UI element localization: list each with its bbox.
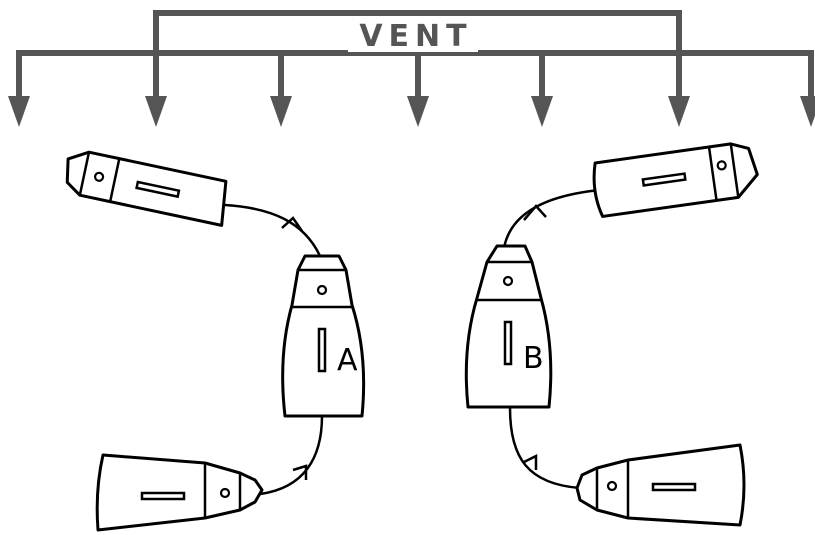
unit-b-label: B — [523, 341, 544, 376]
vent-arrow-3 — [270, 96, 292, 127]
vent-manifold: VENT — [8, 10, 815, 127]
unit-a: A — [281, 254, 366, 418]
unit-a-dot — [316, 284, 328, 296]
flow-lines — [224, 188, 601, 496]
unit-a-label: A — [337, 343, 358, 378]
vent-label: VENT — [359, 19, 472, 54]
flow-a-top — [224, 203, 322, 257]
flow-a-top-chevron — [281, 216, 304, 232]
unit-a-slot — [317, 327, 327, 373]
flow-b-bottom — [508, 407, 581, 490]
vent-arrow-1 — [8, 96, 30, 127]
unit-b-dot — [502, 275, 514, 287]
vent-arrow-5 — [531, 96, 553, 127]
unit-b-slot — [503, 320, 513, 366]
vent-arrow-2 — [145, 96, 167, 127]
flow-b-bottom-chevron — [523, 453, 538, 470]
flow-b-top — [502, 188, 601, 249]
flow-a-bottom-chevron — [292, 464, 308, 480]
flow-b-top-chevron — [523, 204, 547, 221]
unit-bottom-right — [575, 443, 746, 527]
vent-arrow-7 — [800, 96, 815, 127]
unit-b: B — [464, 244, 553, 409]
unit-top-right — [592, 142, 759, 218]
vent-label-bg — [348, 18, 478, 52]
flow-a-bottom — [259, 415, 324, 496]
unit-bottom-left — [95, 453, 264, 532]
unit-top-left — [65, 150, 228, 227]
vent-arrow-6 — [668, 96, 690, 127]
vent-arrow-4 — [407, 96, 429, 127]
vent-upper-loop — [153, 10, 682, 100]
